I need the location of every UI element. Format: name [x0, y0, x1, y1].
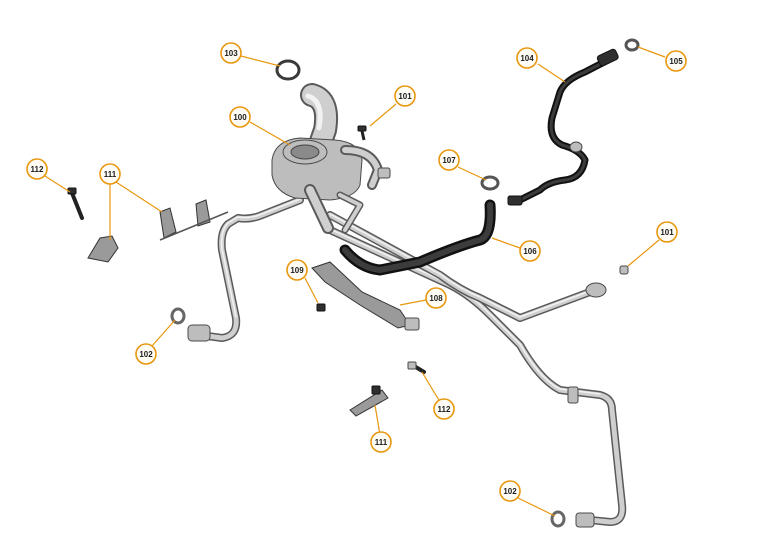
coolant-pipe-left: [187, 196, 304, 342]
bolt-101-top: [357, 125, 367, 141]
callout-label: 105: [669, 57, 683, 66]
callout-label: 108: [429, 294, 443, 303]
hose-end-connector: [507, 195, 523, 206]
callout-label: 101: [660, 228, 674, 237]
callout-112-left[interactable]: 112: [26, 158, 48, 180]
bracket-108: [311, 261, 420, 331]
hose-clip: [569, 141, 583, 153]
leader-lines: [44, 46, 666, 517]
callout-104[interactable]: 104: [516, 47, 538, 69]
callout-label: 106: [523, 247, 537, 256]
callout-label: 111: [104, 170, 117, 179]
callout-100[interactable]: 100: [229, 106, 251, 128]
callout-103[interactable]: 103: [220, 42, 242, 64]
callout-102-left[interactable]: 102: [135, 343, 157, 365]
callout-106[interactable]: 106: [519, 240, 541, 262]
callout-107[interactable]: 107: [438, 149, 460, 171]
callout-label: 107: [442, 156, 456, 165]
clamp-107: [480, 175, 500, 191]
callout-label: 102: [139, 350, 153, 359]
clamp-102-bottom: [550, 510, 566, 528]
callout-101-right[interactable]: 101: [656, 221, 678, 243]
callout-label: 102: [503, 487, 517, 496]
pipe-end-fitting: [585, 282, 607, 298]
clamp-105: [624, 38, 640, 52]
hose-106: [339, 199, 496, 276]
pipe-end-fitting: [575, 512, 595, 528]
bolt-109: [316, 303, 326, 312]
bolt-112-left: [67, 187, 84, 220]
bolt-101-right: [619, 265, 629, 275]
callout-111-left[interactable]: 111: [99, 163, 121, 185]
bracket-111-left: [87, 199, 229, 263]
callout-108[interactable]: 108: [425, 287, 447, 309]
callout-109[interactable]: 109: [286, 259, 308, 281]
callout-label: 104: [520, 54, 534, 63]
hose-104: [507, 48, 619, 206]
clamp-103: [275, 59, 301, 81]
pipe-end-fitting: [187, 324, 211, 342]
callout-105[interactable]: 105: [665, 50, 687, 72]
callout-label: 112: [31, 165, 44, 174]
callout-102-bottom[interactable]: 102: [499, 480, 521, 502]
callout-label: 109: [290, 266, 304, 275]
callout-label: 100: [233, 113, 247, 122]
bolt-112-lower: [407, 361, 426, 374]
callout-label: 112: [438, 405, 451, 414]
callout-label: 111: [375, 438, 388, 447]
callout-label: 101: [398, 92, 412, 101]
hose-end-connector: [596, 48, 619, 67]
callout-112-lower[interactable]: 112: [433, 398, 455, 420]
thermostat-housing-100: [271, 83, 391, 234]
callout-101-top[interactable]: 101: [394, 85, 416, 107]
clamp-102-left: [170, 307, 186, 325]
callout-111-lower[interactable]: 111: [370, 431, 392, 453]
bracket-111-lower: [349, 385, 389, 417]
callout-label: 103: [224, 49, 238, 58]
coolant-pipe-right: [326, 211, 607, 322]
pipe-collar: [567, 386, 579, 404]
